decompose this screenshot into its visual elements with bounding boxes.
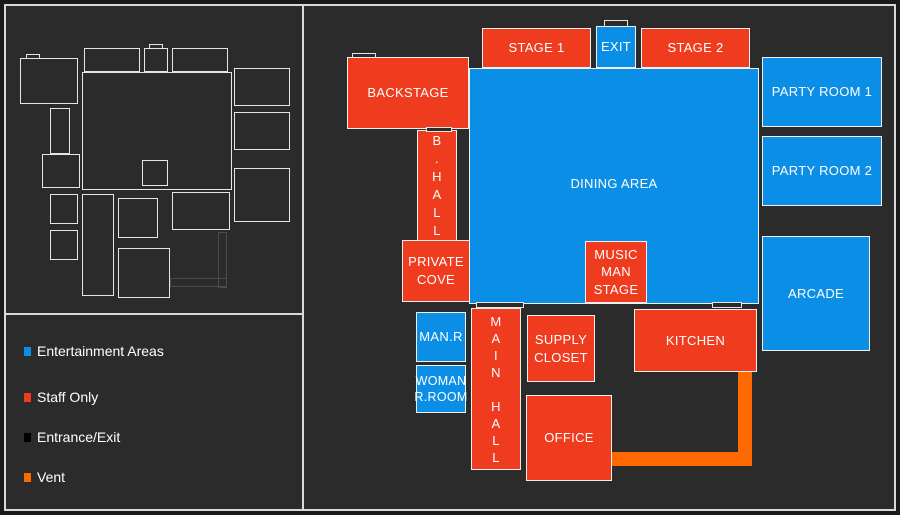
exit-room[interactable]: EXIT (596, 26, 636, 68)
kitchen-label: KITCHEN (665, 332, 726, 348)
minimap-stage2 (172, 48, 228, 72)
music-man-stage-line-1: MUSIC MAN (594, 246, 638, 280)
woman-r-line-1: WOMAN (415, 373, 467, 388)
minimap-panel (4, 4, 304, 316)
b-hall-char-3: H (432, 169, 442, 184)
minimap-office (118, 248, 170, 298)
minimap-woman-r (50, 230, 78, 260)
private-cove-line-1: PRIVATE (408, 254, 464, 270)
woman-r-line-2: R.ROOM (414, 390, 468, 404)
legend-vent-label: Vent (37, 469, 66, 485)
minimap-kitchen (172, 192, 230, 230)
exit-label: EXIT (600, 39, 632, 55)
minimap-main-hall (82, 194, 114, 296)
backstage-label: BACKSTAGE (367, 85, 449, 101)
minimap-private-cove (42, 154, 80, 188)
stage-1-label: STAGE 1 (508, 40, 565, 56)
main-hall-char-7: L (492, 432, 500, 448)
legend-staff-only-swatch (24, 392, 31, 402)
stage-2-label: STAGE 2 (667, 40, 724, 56)
dining-kitchen-connector (712, 302, 742, 308)
main-hall-char-5: H (491, 398, 501, 414)
party-room-2-label: PARTY ROOM 2 (771, 163, 873, 179)
main-hall-char-8: L (492, 449, 500, 465)
backstage-room[interactable]: BACKSTAGE (347, 57, 469, 129)
main-hall-char-6: A (491, 415, 501, 431)
b-hall-char-2: . (435, 151, 439, 166)
arcade-label: ARCADE (788, 285, 844, 301)
stage-1-room[interactable]: STAGE 1 (482, 28, 591, 68)
man-r-room[interactable]: MAN.R (416, 312, 466, 362)
party-room-2-room[interactable]: PARTY ROOM 2 (762, 136, 882, 206)
minimap-dining-area (82, 72, 232, 190)
legend-vent-swatch (24, 472, 31, 482)
supply-closet-room[interactable]: SUPPLY CLOSET (527, 315, 595, 382)
main-hall-room[interactable]: M A I N H A L L (471, 308, 521, 470)
legend-entertainment: Entertainment Areas (24, 343, 164, 359)
main-hall-char-2: A (491, 330, 501, 346)
kitchen-room[interactable]: KITCHEN (634, 309, 757, 372)
minimap-party-room-2 (234, 112, 290, 150)
vent-vertical[interactable] (738, 372, 752, 466)
legend-entrance-exit-swatch (24, 432, 31, 442)
minimap-music-stage (142, 160, 168, 186)
man-r-label: MAN.R (419, 329, 463, 345)
b-hall-char-5: L (433, 205, 441, 220)
vent-horizontal[interactable] (612, 452, 752, 466)
arcade-room[interactable]: ARCADE (762, 236, 870, 351)
minimap-exit-door (149, 44, 163, 49)
music-man-stage-room[interactable]: MUSIC MAN STAGE (585, 241, 647, 303)
main-hall-char-4: N (491, 364, 501, 380)
music-man-stage-line-2: STAGE (593, 281, 639, 297)
minimap-b-hall (50, 108, 70, 154)
minimap-arcade (234, 168, 290, 222)
minimap-party-room-1 (234, 68, 290, 106)
minimap-stage1 (84, 48, 140, 72)
party-room-1-label: PARTY ROOM 1 (771, 84, 873, 100)
main-hall-char-3: I (494, 347, 498, 363)
private-cove-room[interactable]: PRIVATE COVE (402, 240, 470, 302)
minimap-man-r (50, 194, 78, 224)
party-room-1-room[interactable]: PARTY ROOM 1 (762, 57, 882, 127)
minimap-vent-vertical (218, 232, 227, 288)
legend-staff-only: Staff Only (24, 389, 98, 405)
minimap-exit (144, 48, 168, 72)
b-hall-char-1: B (432, 133, 442, 148)
supply-closet-line-2: CLOSET (534, 349, 588, 365)
b-hall-char-4: A (432, 187, 442, 202)
stage-2-room[interactable]: STAGE 2 (641, 28, 750, 68)
minimap-backstage (20, 58, 78, 104)
main-hall-char-1: M (490, 313, 502, 329)
legend-entrance-exit: Entrance/Exit (24, 429, 120, 445)
legend-staff-only-label: Staff Only (37, 389, 99, 405)
dining-mainhall-connector (476, 302, 524, 308)
minimap-vent-horizontal (170, 278, 227, 287)
legend-panel: Entertainment Areas Staff Only Entrance/… (4, 313, 304, 511)
legend-entertainment-label: Entertainment Areas (37, 343, 164, 359)
office-room[interactable]: OFFICE (526, 395, 612, 481)
bhall-backstage-connector (426, 127, 452, 132)
legend-entrance-exit-label: Entrance/Exit (37, 429, 121, 445)
legend-vent: Vent (24, 469, 65, 485)
woman-r-room[interactable]: WOMAN R.ROOM (414, 365, 468, 413)
legend-entertainment-swatch (24, 346, 31, 356)
minimap-supply-closet (118, 198, 158, 238)
b-hall-room[interactable]: B . H A L L (417, 130, 457, 242)
private-cove-line-2: COVE (416, 272, 456, 287)
b-hall-char-6: L (433, 223, 441, 238)
dining-area-label: DINING AREA (570, 176, 658, 192)
office-label: OFFICE (544, 430, 594, 446)
minimap-backstage-door (26, 54, 40, 59)
supply-closet-line-1: SUPPLY (534, 331, 588, 347)
